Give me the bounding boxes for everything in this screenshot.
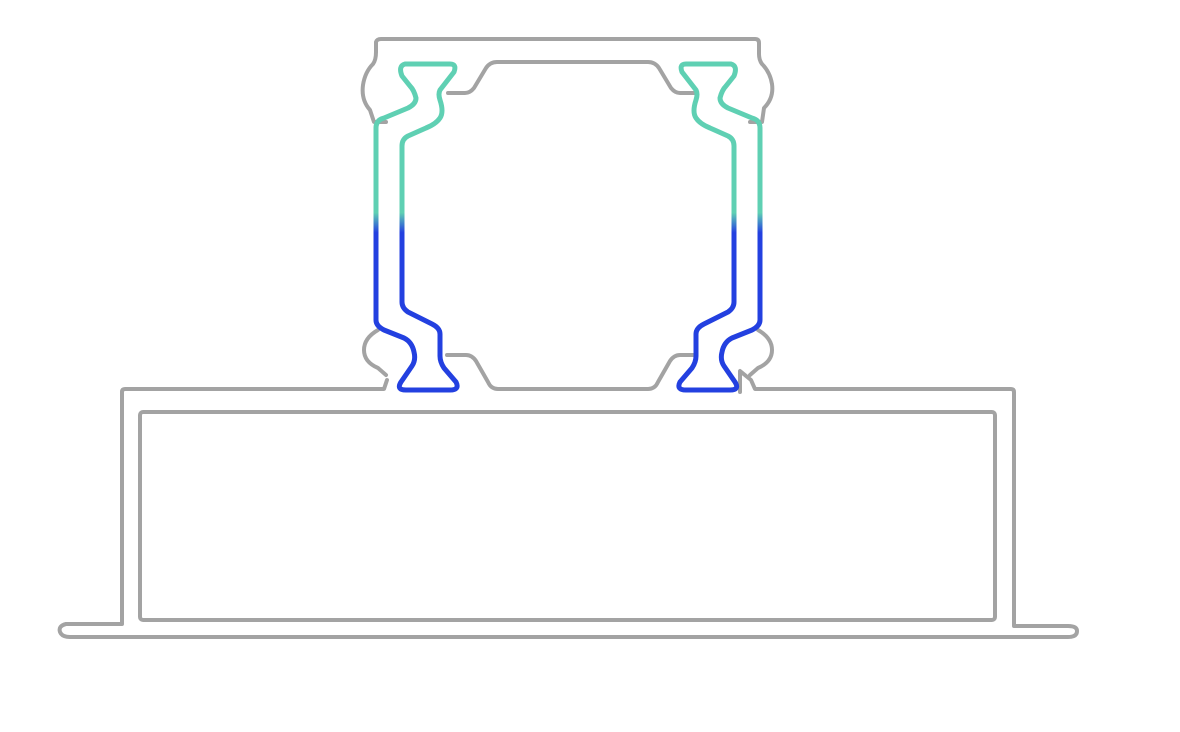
base-outer-outline [57, 369, 1079, 639]
lower-left-lobe [362, 328, 388, 377]
base-left-top-edge [120, 378, 389, 394]
lower-right-lobe [748, 328, 774, 377]
inner-top-channel [446, 60, 698, 95]
left-seal [373, 61, 460, 393]
inner-bottom-channel [445, 353, 698, 391]
upper-left-lobe [360, 50, 388, 124]
right-seal [676, 61, 763, 393]
upper-profile-outline [374, 37, 775, 124]
base-inner-chamber [138, 410, 997, 622]
